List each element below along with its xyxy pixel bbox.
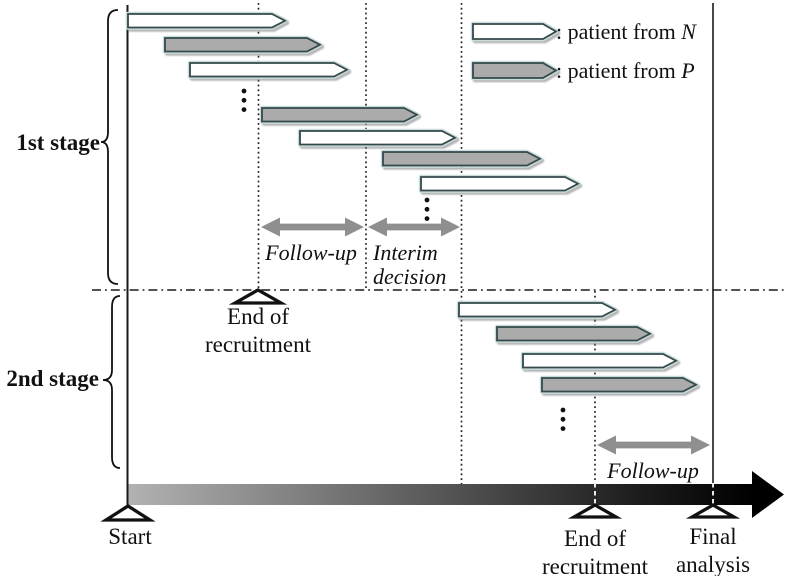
legend-n-text: : patient from xyxy=(556,19,682,44)
end-recruitment1-marker xyxy=(228,288,288,305)
s2-patient-n-1 xyxy=(456,300,618,319)
end-recruitment1-line1: End of xyxy=(227,304,289,329)
s2-ellipsis xyxy=(560,407,566,431)
s1-patient-p-1-body xyxy=(164,37,322,53)
legend-entry-n: : patient from N xyxy=(556,19,696,45)
s1-patient-n-4-body xyxy=(420,176,580,192)
follow-up-1-arrow xyxy=(261,217,364,237)
timeline-arrowhead xyxy=(752,471,784,518)
final-analysis-line1: Final xyxy=(689,524,737,549)
end-recruitment2-marker xyxy=(567,503,623,519)
s2-patient-n-1-body xyxy=(458,302,617,318)
s1-patient-n-1 xyxy=(125,11,288,30)
stage2-label: 2nd stage xyxy=(6,366,99,391)
s1-ellipsis-upper-dot xyxy=(241,107,247,112)
s2-ellipsis-dot xyxy=(560,416,566,422)
interim-line2: decision xyxy=(373,264,447,289)
legend-patient-n-arrow xyxy=(470,21,559,42)
s2-patient-n-2 xyxy=(520,351,679,370)
s1-patient-n-2 xyxy=(187,60,350,79)
s1-patient-n-1-body xyxy=(127,13,287,29)
s1-ellipsis-upper-dot xyxy=(241,88,247,94)
s1-ellipsis-lower-dot xyxy=(424,197,430,203)
s1-patient-n-4 xyxy=(418,174,581,193)
end-recruitment1-line2: recruitment xyxy=(204,332,311,357)
s2-patient-n-2-body xyxy=(522,353,678,369)
timeline-bar xyxy=(128,484,753,505)
start-label: Start xyxy=(108,524,152,549)
s1-ellipsis-lower xyxy=(424,197,430,222)
follow-up-1-label: Follow-up xyxy=(265,240,357,265)
follow-up-2-label: Follow-up xyxy=(607,458,699,483)
s2-patient-p-1-body xyxy=(496,326,652,342)
stage1-brace xyxy=(100,9,119,285)
s2-ellipsis-dot xyxy=(560,407,566,413)
interim-decision-arrow xyxy=(368,217,460,237)
interim-decision-label: Interim decision xyxy=(373,241,473,289)
follow-up-2-arrow xyxy=(597,435,710,455)
legend-p-variable: P xyxy=(681,58,695,83)
final-analysis-marker xyxy=(685,503,741,519)
s1-patient-n-3 xyxy=(297,128,458,147)
s1-patient-p-2-body xyxy=(261,107,419,123)
s2-patient-p-2-body xyxy=(541,377,698,393)
s1-ellipsis-lower-dot xyxy=(424,206,430,212)
s1-ellipsis-upper xyxy=(241,88,247,112)
end-recruitment2-line2: recruitment xyxy=(541,554,648,576)
final-analysis-label: Final analysis xyxy=(661,523,765,576)
s1-patient-n-3-body xyxy=(299,130,457,146)
interim-line1: Interim xyxy=(373,240,438,265)
s2-patient-p-2 xyxy=(539,375,699,394)
s1-patient-p-1 xyxy=(162,35,323,54)
s1-ellipsis-upper-dot xyxy=(241,97,247,103)
s1-patient-p-2 xyxy=(259,105,420,124)
legend-patient-n-arrow-body xyxy=(472,23,558,40)
legend-patient-p-arrow-body xyxy=(472,62,558,79)
final-analysis-line2: analysis xyxy=(675,552,751,576)
end-recruitment1-label: End of recruitment xyxy=(193,303,323,359)
legend-p-text: : patient from xyxy=(556,58,682,83)
s2-patient-p-1 xyxy=(494,324,653,343)
start-marker xyxy=(100,504,156,522)
stage1-label: 1st stage xyxy=(16,130,100,155)
end-recruitment2-label: End of recruitment xyxy=(530,525,660,576)
s1-patient-n-2-body xyxy=(189,62,349,78)
s1-patient-p-3 xyxy=(380,149,543,168)
end-recruitment2-line1: End of xyxy=(564,526,626,551)
legend-patient-p-arrow xyxy=(470,60,559,81)
legend-n-variable: N xyxy=(681,19,696,44)
s1-patient-p-3-body xyxy=(382,151,542,167)
stage2-brace xyxy=(102,295,121,469)
s2-ellipsis-dot xyxy=(560,426,566,431)
s1-ellipsis-lower-dot xyxy=(424,216,430,222)
legend-entry-p: : patient from P xyxy=(556,58,695,84)
